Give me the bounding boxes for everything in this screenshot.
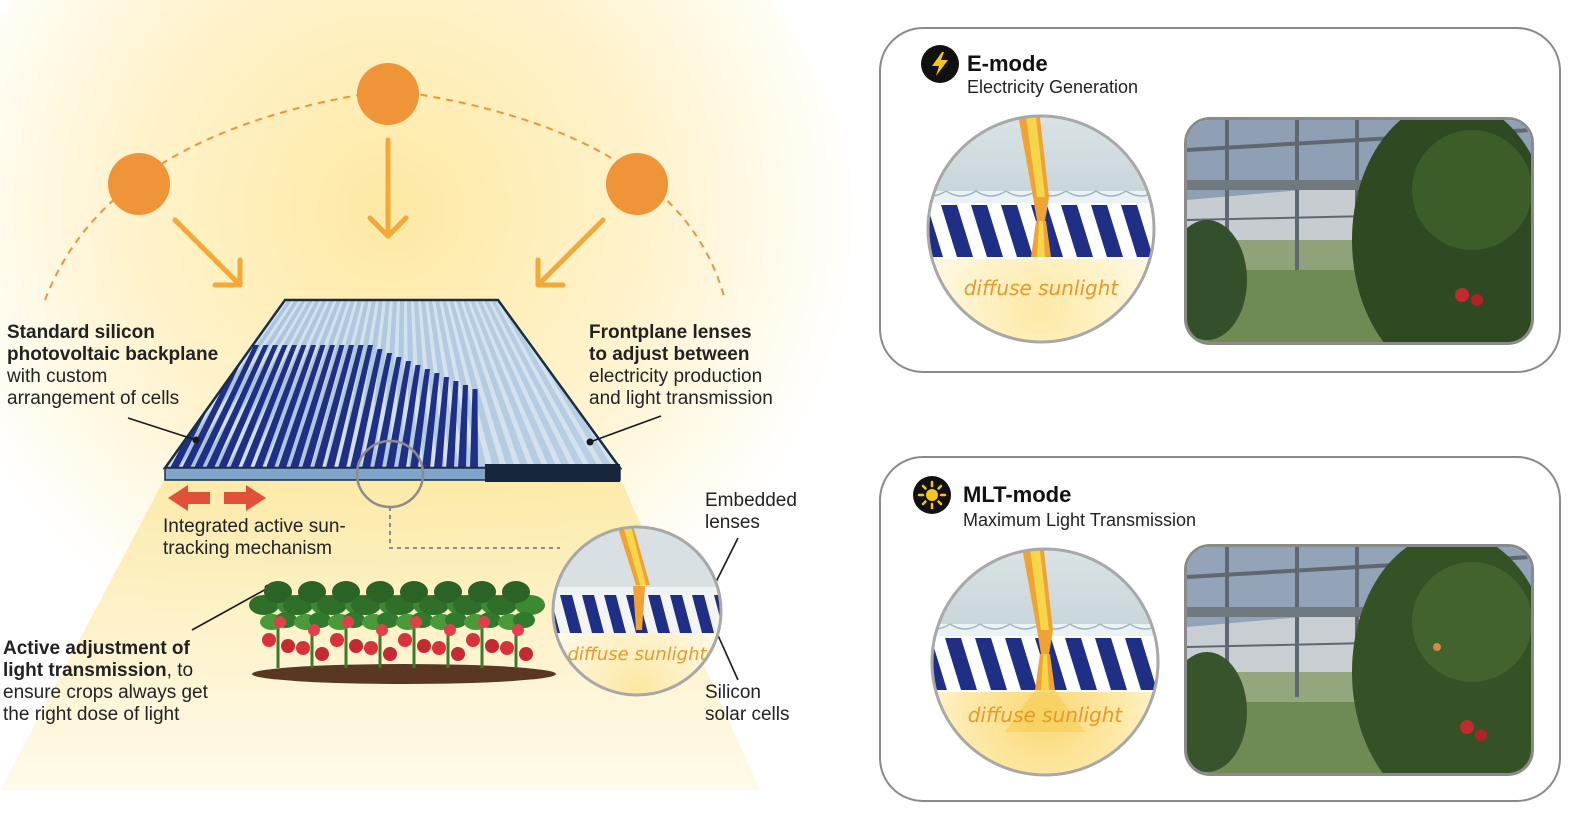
frontplane-leader	[589, 415, 662, 443]
soil	[252, 664, 556, 684]
backplane-leader	[127, 417, 197, 441]
inset-caption: diffuse sunlight	[567, 644, 707, 665]
adjustment-label: Active adjustment of light transmission,…	[3, 638, 208, 726]
e-mode-subtitle: Electricity Generation	[967, 77, 1139, 97]
adjustment-label-line2-rest: , to	[166, 660, 194, 681]
frontplane-label-line1: Frontplane lenses	[589, 322, 752, 343]
solar-cells-label-line1: Silicon	[705, 682, 761, 703]
sun-morning	[108, 153, 170, 215]
e-mode-greenhouse-photo	[1184, 117, 1534, 345]
mlt-mode-caption: diffuse sunlight	[968, 703, 1124, 727]
sunray-arrow-left	[172, 217, 243, 288]
lightning-icon	[921, 45, 959, 83]
mlt-mode-lens-diagram: diffuse sunlight	[930, 547, 1160, 777]
greenhouse-photo-image	[1187, 120, 1531, 342]
zoom-connector	[389, 507, 560, 549]
adjustment-label-line2: light transmission	[3, 660, 167, 681]
greenhouse-photo-image	[1187, 547, 1531, 773]
backplane-label: Standard silicon photovoltaic backplane …	[7, 322, 218, 410]
mlt-mode-title: MLT-mode	[963, 482, 1072, 507]
sun-icon	[913, 476, 951, 514]
strawberry-crop	[249, 581, 556, 684]
adjustment-label-line3: ensure crops always get	[3, 682, 208, 703]
sun-path	[44, 88, 726, 301]
tracking-arrows	[168, 485, 266, 511]
adjustment-label-line4: the right dose of light	[3, 704, 180, 725]
strawberry-plant	[453, 581, 511, 668]
embedded-lenses-label: Embedded lenses	[705, 490, 797, 534]
frontplane-label: Frontplane lenses to adjust between elec…	[589, 322, 773, 410]
backplane-label-line4: arrangement of cells	[7, 388, 180, 409]
embedded-lenses-label-line1: Embedded	[705, 490, 797, 511]
backplane-label-line1: Standard silicon	[7, 322, 155, 343]
solar-cells-label-line2: solar cells	[705, 704, 790, 725]
sun-noon	[357, 63, 419, 125]
sunray-arrow-center	[367, 137, 409, 239]
crop-leader	[191, 587, 269, 631]
frontplane-label-line3: electricity production	[589, 366, 763, 387]
tracking-label-line2: tracking mechanism	[163, 538, 332, 559]
adjustment-label-line1: Active adjustment of	[3, 638, 190, 659]
e-mode-caption: diffuse sunlight	[964, 276, 1120, 300]
solar-panel-illustration: diffuse sunlight	[0, 0, 860, 790]
backplane-label-line2: photovoltaic backplane	[7, 344, 219, 365]
tracking-label-line1: Integrated active sun-	[163, 516, 346, 537]
backplane-label-line3: with custom	[7, 366, 108, 387]
e-mode-lens-diagram: diffuse sunlight	[926, 114, 1156, 344]
mlt-mode-greenhouse-photo	[1184, 544, 1534, 776]
frontplane-label-line4: and light transmission	[589, 388, 773, 409]
sunray-arrow-right	[535, 217, 606, 288]
embedded-lenses-label-line2: lenses	[705, 512, 760, 533]
solar-cells-label: Silicon solar cells	[705, 682, 789, 726]
backplane-cells	[170, 345, 478, 468]
frontplane-label-line2: to adjust between	[589, 344, 750, 365]
strawberry-plant	[487, 581, 545, 668]
e-mode-title: E-mode	[967, 51, 1048, 76]
mlt-mode-card: MLT-mode Maximum Light Transmission	[879, 456, 1561, 802]
mlt-mode-subtitle: Maximum Light Transmission	[963, 510, 1197, 530]
e-mode-card: E-mode Electricity Generation di	[879, 27, 1561, 373]
tracking-label: Integrated active sun- tracking mechanis…	[163, 516, 346, 560]
sun-evening	[606, 153, 668, 215]
